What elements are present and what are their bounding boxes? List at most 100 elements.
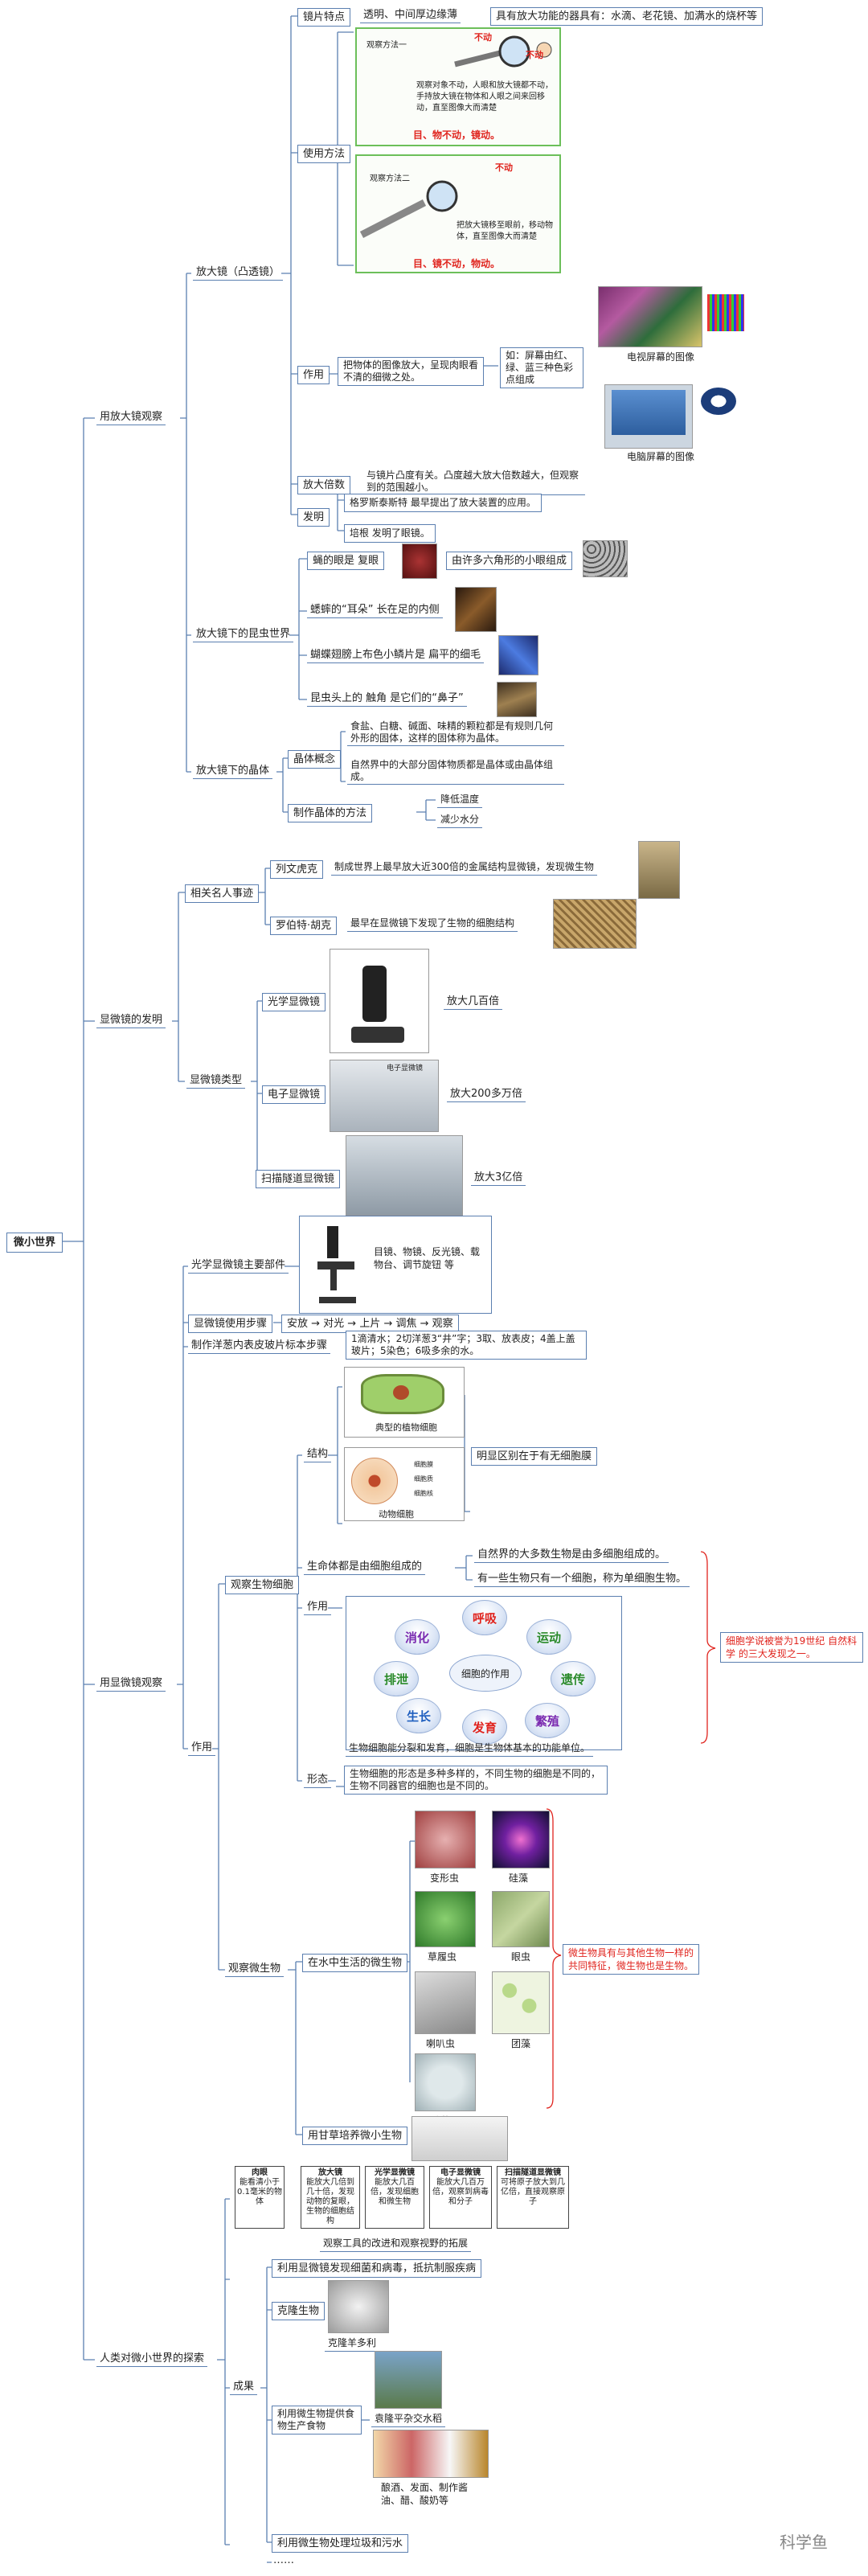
stentor-image: [415, 1971, 476, 2034]
achievement-label[interactable]: 成果: [230, 2380, 258, 2395]
diatom-image-2: [415, 2053, 476, 2111]
method2-title: 观察方法二: [370, 174, 410, 183]
cell-theory-note: 细胞学说被誉为19世纪 自然科学 的三大发现之一。: [720, 1632, 863, 1663]
amoeba-image: [415, 1811, 476, 1868]
lens-feature-text: 透明、中间厚边缘薄: [360, 8, 461, 23]
microbes-label[interactable]: 观察微生物: [225, 1962, 285, 1977]
cells-label[interactable]: 观察生物细胞: [225, 1576, 300, 1594]
method2-tag: 不动: [495, 162, 513, 173]
shape-label[interactable]: 形态: [304, 1773, 332, 1788]
animal-cell-image: 细胞膜 细胞质 细胞核 动物细胞: [344, 1447, 465, 1521]
leeuwenhoek[interactable]: 列文虎克: [270, 860, 324, 879]
bubble-reproduction: 繁殖: [525, 1703, 570, 1738]
bubble-heredity: 遗传: [551, 1661, 596, 1696]
method2-card: 观察方法二 不动 把放大镜移至眼前，移动物体，直至图像大而清楚 目、镜不动，物动…: [355, 154, 561, 273]
hooke-text: 最早在显微镜下发现了生物的细胞结构: [347, 917, 518, 932]
butterfly-image: [498, 635, 538, 675]
cell-part-membrane: 细胞膜: [414, 1461, 433, 1468]
invent-label[interactable]: 发明: [297, 508, 330, 527]
food-label[interactable]: 利用微生物提供食物生产食物: [272, 2406, 362, 2434]
section-microscope-invention[interactable]: 显微镜的发明: [96, 1013, 166, 1028]
antenna-image: [497, 682, 537, 717]
magnifier-title[interactable]: 放大镜（凸透镜）: [193, 265, 284, 281]
tools-table: 肉眼能看清小于0.1毫米的物体 放大镜能放大几倍到几十倍，发现动物的复眼，生物的…: [230, 2166, 571, 2232]
broth-label[interactable]: 用甘草培养微小生物: [302, 2127, 408, 2145]
clone-label[interactable]: 克隆生物: [272, 2302, 326, 2320]
types-label[interactable]: 显微镜类型: [186, 1073, 246, 1089]
butterfly-scales: 蝴蝶翅膀上布色小鳞片是 扁平的细毛: [307, 648, 485, 663]
optical-microscope[interactable]: 光学显微镜: [262, 993, 326, 1011]
parts-box: 目镜、物镜、反光镜、载物台、调节旋钮 等: [299, 1216, 492, 1314]
hooke[interactable]: 罗伯特·胡克: [270, 917, 338, 935]
tv-screen-image: [598, 286, 702, 347]
cell-part-nucleus: 细胞核: [414, 1490, 433, 1497]
pc-caption: 电脑屏幕的图像: [627, 451, 695, 462]
fly-eye-image: [402, 544, 437, 579]
crystal-title[interactable]: 放大镜下的晶体: [193, 764, 273, 779]
tv-caption: 电视屏幕的图像: [627, 351, 695, 363]
germ-text: 利用显微镜发现细菌和病毒，抵抗制服疾病: [272, 2259, 482, 2278]
table-cell-tunneling: 扫描隧道显微镜可将原子放大到几亿倍，直接观察原子: [497, 2166, 569, 2229]
method1-title: 观察方法一: [366, 41, 407, 50]
parts-text: 目镜、物镜、反光镜、载物台、调节旋钮 等: [374, 1246, 481, 1270]
steps-label[interactable]: 显微镜使用步骤: [188, 1315, 273, 1333]
electron-microscope[interactable]: 电子显微镜: [262, 1085, 326, 1104]
factor-text: 与镜片凸度有关。凸度越大放大倍数越大，但观察到的范围越小。: [363, 470, 585, 495]
section-microscope-observe[interactable]: 用显微镜观察: [96, 1676, 166, 1692]
euglena-image: [492, 1891, 550, 1947]
method1-tag2: 不动: [526, 50, 543, 60]
cell-function-center: 细胞的作用: [449, 1655, 522, 1692]
lens-feature-note: 具有放大功能的器具有：水滴、老花镜、加满水的烧杯等: [490, 7, 764, 26]
section-exploration[interactable]: 人类对微小世界的探索: [96, 2352, 208, 2367]
rice-image: [375, 2351, 442, 2409]
section-magnifier[interactable]: 用放大镜观察: [96, 410, 166, 425]
steps-text: 安放 → 对光 → 上片 → 调焦 → 观察: [281, 1315, 459, 1333]
bubble-respiration: 呼吸: [462, 1600, 507, 1635]
insects-title[interactable]: 放大镜下的昆虫世界: [193, 627, 294, 642]
fermented-food-image: [373, 2430, 489, 2478]
factor-label[interactable]: 放大倍数: [297, 476, 351, 494]
euglena-caption: 眼虫: [511, 1951, 531, 1963]
crystal-concept-1: 食盐、白糖、碱面、味精的颗粒都是有规则几何外形的固体，这样的固体称为晶体。: [347, 720, 564, 746]
structure-label[interactable]: 结构: [304, 1447, 332, 1462]
life-2: 有一些生物只有一个细胞，称为单细胞生物。: [474, 1572, 690, 1587]
crystal-method-label[interactable]: 制作晶体的方法: [288, 804, 373, 822]
water-microbes-label[interactable]: 在水中生活的微生物: [302, 1954, 408, 1972]
invent-1: 格罗斯泰斯特 最早提出了放大装置的应用。: [344, 494, 542, 512]
animal-cell-caption: 动物细胞: [379, 1509, 414, 1520]
electron-microscope-image: 电子显微镜: [330, 1060, 439, 1132]
crystal-concept-label[interactable]: 晶体概念: [288, 750, 342, 769]
clone-caption: 克隆羊多利: [325, 2336, 380, 2352]
cell-part-cytoplasm: 细胞质: [414, 1475, 433, 1483]
bubble-development: 发育: [462, 1709, 507, 1745]
broth-image: [411, 2116, 508, 2161]
table-cell-optical: 光学显微镜能放大几百倍，发现细胞和微生物: [365, 2166, 424, 2229]
parts-label[interactable]: 光学显微镜主要部件: [188, 1258, 289, 1274]
slide-label[interactable]: 制作洋葱内表皮玻片标本步骤: [188, 1339, 331, 1354]
table-cell-magnifier: 放大镜能放大几倍到几十倍，发现动物的复眼，生物的细胞结构: [301, 2166, 360, 2229]
cell-function-label[interactable]: 作用: [304, 1600, 332, 1615]
life-label[interactable]: 生命体都是由细胞组成的: [304, 1560, 426, 1575]
method2-text: 把放大镜移至眼前，移动物体，直至图像大而清楚: [457, 221, 553, 241]
people-label[interactable]: 相关名人事迹: [185, 884, 260, 903]
diatom-image-1: [492, 1811, 550, 1868]
optical-mag: 放大几百倍: [444, 995, 503, 1010]
lens-feature-label[interactable]: 镜片特点: [297, 8, 351, 27]
method1-tag1: 不动: [474, 32, 492, 43]
leeuwenhoek-text: 制成世界上最早放大近300倍的金属结构显微镜，发现微生物: [331, 860, 597, 876]
cricket-image: [455, 587, 497, 632]
volvox-caption: 团藻: [511, 2038, 531, 2049]
root-node[interactable]: 微小世界: [6, 1233, 63, 1253]
electron-image-label: 电子显微镜: [387, 1064, 424, 1073]
usage-label[interactable]: 使用方法: [297, 145, 351, 163]
method1-card: 观察方法一 不动 不动 观察对象不动，人眼和放大镜都不动，手持放大镜在物体和人眼…: [355, 27, 561, 146]
pc-screen-image: [604, 384, 693, 449]
tunneling-microscope[interactable]: 扫描隧道显微镜: [256, 1170, 341, 1188]
observe-function-label[interactable]: 作用: [188, 1741, 216, 1756]
waste-text: 利用微生物处理垃圾和污水: [272, 2534, 409, 2553]
ferment-caption: 酿酒、发面、制作酱油、醋、酸奶等: [381, 2482, 469, 2506]
bubble-excretion: 排泄: [374, 1661, 419, 1696]
function-label[interactable]: 作用: [297, 366, 330, 384]
method1-text: 观察对象不动，人眼和放大镜都不动，手持放大镜在物体和人眼之间来回移动，直至图像大…: [416, 81, 553, 113]
